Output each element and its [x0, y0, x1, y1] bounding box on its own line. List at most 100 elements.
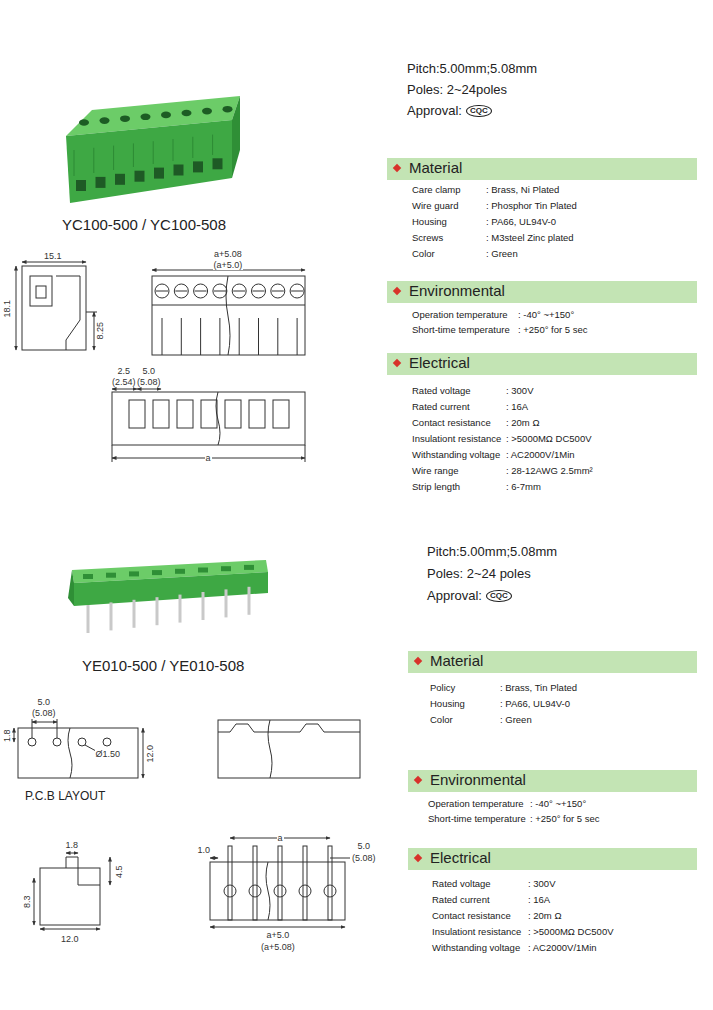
plug-photo	[66, 96, 240, 203]
spec-value: : Green	[500, 715, 532, 725]
pin	[303, 846, 307, 920]
wire-entry	[174, 165, 184, 176]
spec-name: Contact resistance	[412, 418, 491, 428]
approval-mark: CQC	[486, 590, 512, 602]
spec-value: : PA66, UL94V-0	[486, 217, 556, 227]
slot	[83, 574, 93, 579]
wire-entry	[193, 161, 203, 172]
section-band: Environmental	[408, 770, 697, 792]
section-band: Material	[387, 158, 697, 180]
spec-value: : 300V	[506, 386, 533, 396]
spec-name: Housing	[430, 699, 465, 709]
rib	[200, 318, 201, 355]
slot	[129, 571, 139, 576]
rib	[113, 146, 114, 170]
pin	[248, 587, 251, 615]
dimension: 5.0	[142, 367, 157, 376]
spec-name: Rated current	[432, 895, 490, 905]
rib	[173, 139, 174, 161]
dimension: (a+5.0)	[213, 261, 244, 270]
dimension: 15.1	[43, 252, 63, 261]
wire-entry	[115, 174, 125, 185]
wire-entry	[135, 171, 145, 182]
screw-hole	[79, 119, 89, 126]
spec-value: : Phosphor Tin Plated	[486, 201, 577, 211]
pin	[225, 589, 228, 617]
screw-hole	[161, 112, 171, 119]
screw-hole	[202, 108, 212, 115]
screw	[174, 284, 188, 298]
screw	[194, 284, 208, 298]
pin	[110, 602, 113, 630]
spec-name: Withstanding voltage	[412, 450, 500, 460]
opening	[273, 400, 289, 428]
slot	[244, 565, 254, 570]
heading-text: Poles: 2~24poles	[407, 83, 507, 97]
opening	[153, 400, 169, 428]
spec-value: : 28-12AWG 2.5mm²	[506, 466, 593, 476]
spec-value: : Green	[486, 249, 518, 259]
rib	[297, 318, 298, 355]
pin-hole	[224, 885, 236, 897]
screw-hole	[100, 117, 110, 124]
heading-text: Approval:	[427, 589, 482, 603]
pin	[253, 846, 257, 920]
opening	[177, 400, 193, 428]
section-title: Electrical	[409, 353, 697, 373]
spec-name: Screws	[412, 233, 443, 243]
spec-name: Wire guard	[412, 201, 458, 211]
spec-name: Insulationt resistance	[412, 434, 501, 444]
dimension: 1.0	[197, 846, 212, 855]
slot	[106, 573, 116, 578]
slot	[152, 570, 162, 575]
screw-hole	[223, 106, 233, 113]
line-drawings	[14, 262, 360, 929]
spec-value: : 20m Ω	[528, 911, 562, 921]
screw	[213, 284, 227, 298]
section-band: Environmental	[387, 281, 697, 303]
heading-text: Poles: 2~24 poles	[427, 567, 531, 581]
dimension: 8.25	[96, 320, 105, 340]
pin-hole	[249, 885, 261, 897]
section-band: Material	[408, 651, 697, 673]
spec-name: Operation temperature	[412, 310, 508, 320]
pin	[87, 605, 90, 633]
bullet-diamond	[393, 359, 401, 367]
spec-name: Color	[412, 249, 435, 259]
spec-name: Rated voltage	[412, 386, 471, 396]
rib	[277, 318, 278, 355]
bullet-diamond	[414, 854, 422, 862]
rib	[162, 318, 163, 355]
screw-slot	[175, 291, 187, 292]
spec-value: : -40° ~+150°	[530, 799, 586, 809]
section-band: Electrical	[387, 353, 697, 375]
section-title: Material	[409, 158, 697, 178]
pin-hole	[299, 885, 311, 897]
screw-slot	[253, 291, 265, 292]
pin	[202, 592, 205, 620]
spec-value: : 16A	[506, 402, 528, 412]
heading-text: YE010-500 / YE010-508	[82, 658, 244, 674]
section-band: Electrical	[408, 848, 697, 870]
dimension: (5.08)	[136, 378, 162, 387]
spec-name: Short-time temperature	[428, 814, 526, 824]
rib	[239, 318, 240, 355]
heading-text: Pitch:5.00mm;5.08mm	[407, 62, 537, 76]
rib	[192, 137, 193, 158]
pin	[228, 846, 232, 920]
dimension: 8.3	[22, 894, 31, 909]
dimension: a	[277, 834, 284, 843]
spec-name: Wire range	[412, 466, 458, 476]
rib	[181, 318, 182, 355]
pin	[328, 846, 332, 920]
approval-mark: CQC	[466, 105, 492, 117]
dimension: (5.08)	[351, 854, 377, 863]
dimension: 1.8	[2, 728, 11, 743]
spec-value: : >5000MΩ DC500V	[528, 927, 614, 937]
pin-hole	[324, 885, 336, 897]
spec-value: : Brass, Ni Plated	[486, 185, 559, 195]
wire-entry	[213, 158, 223, 169]
opening	[201, 400, 217, 428]
rib	[93, 148, 94, 173]
wire-entry	[154, 168, 164, 179]
